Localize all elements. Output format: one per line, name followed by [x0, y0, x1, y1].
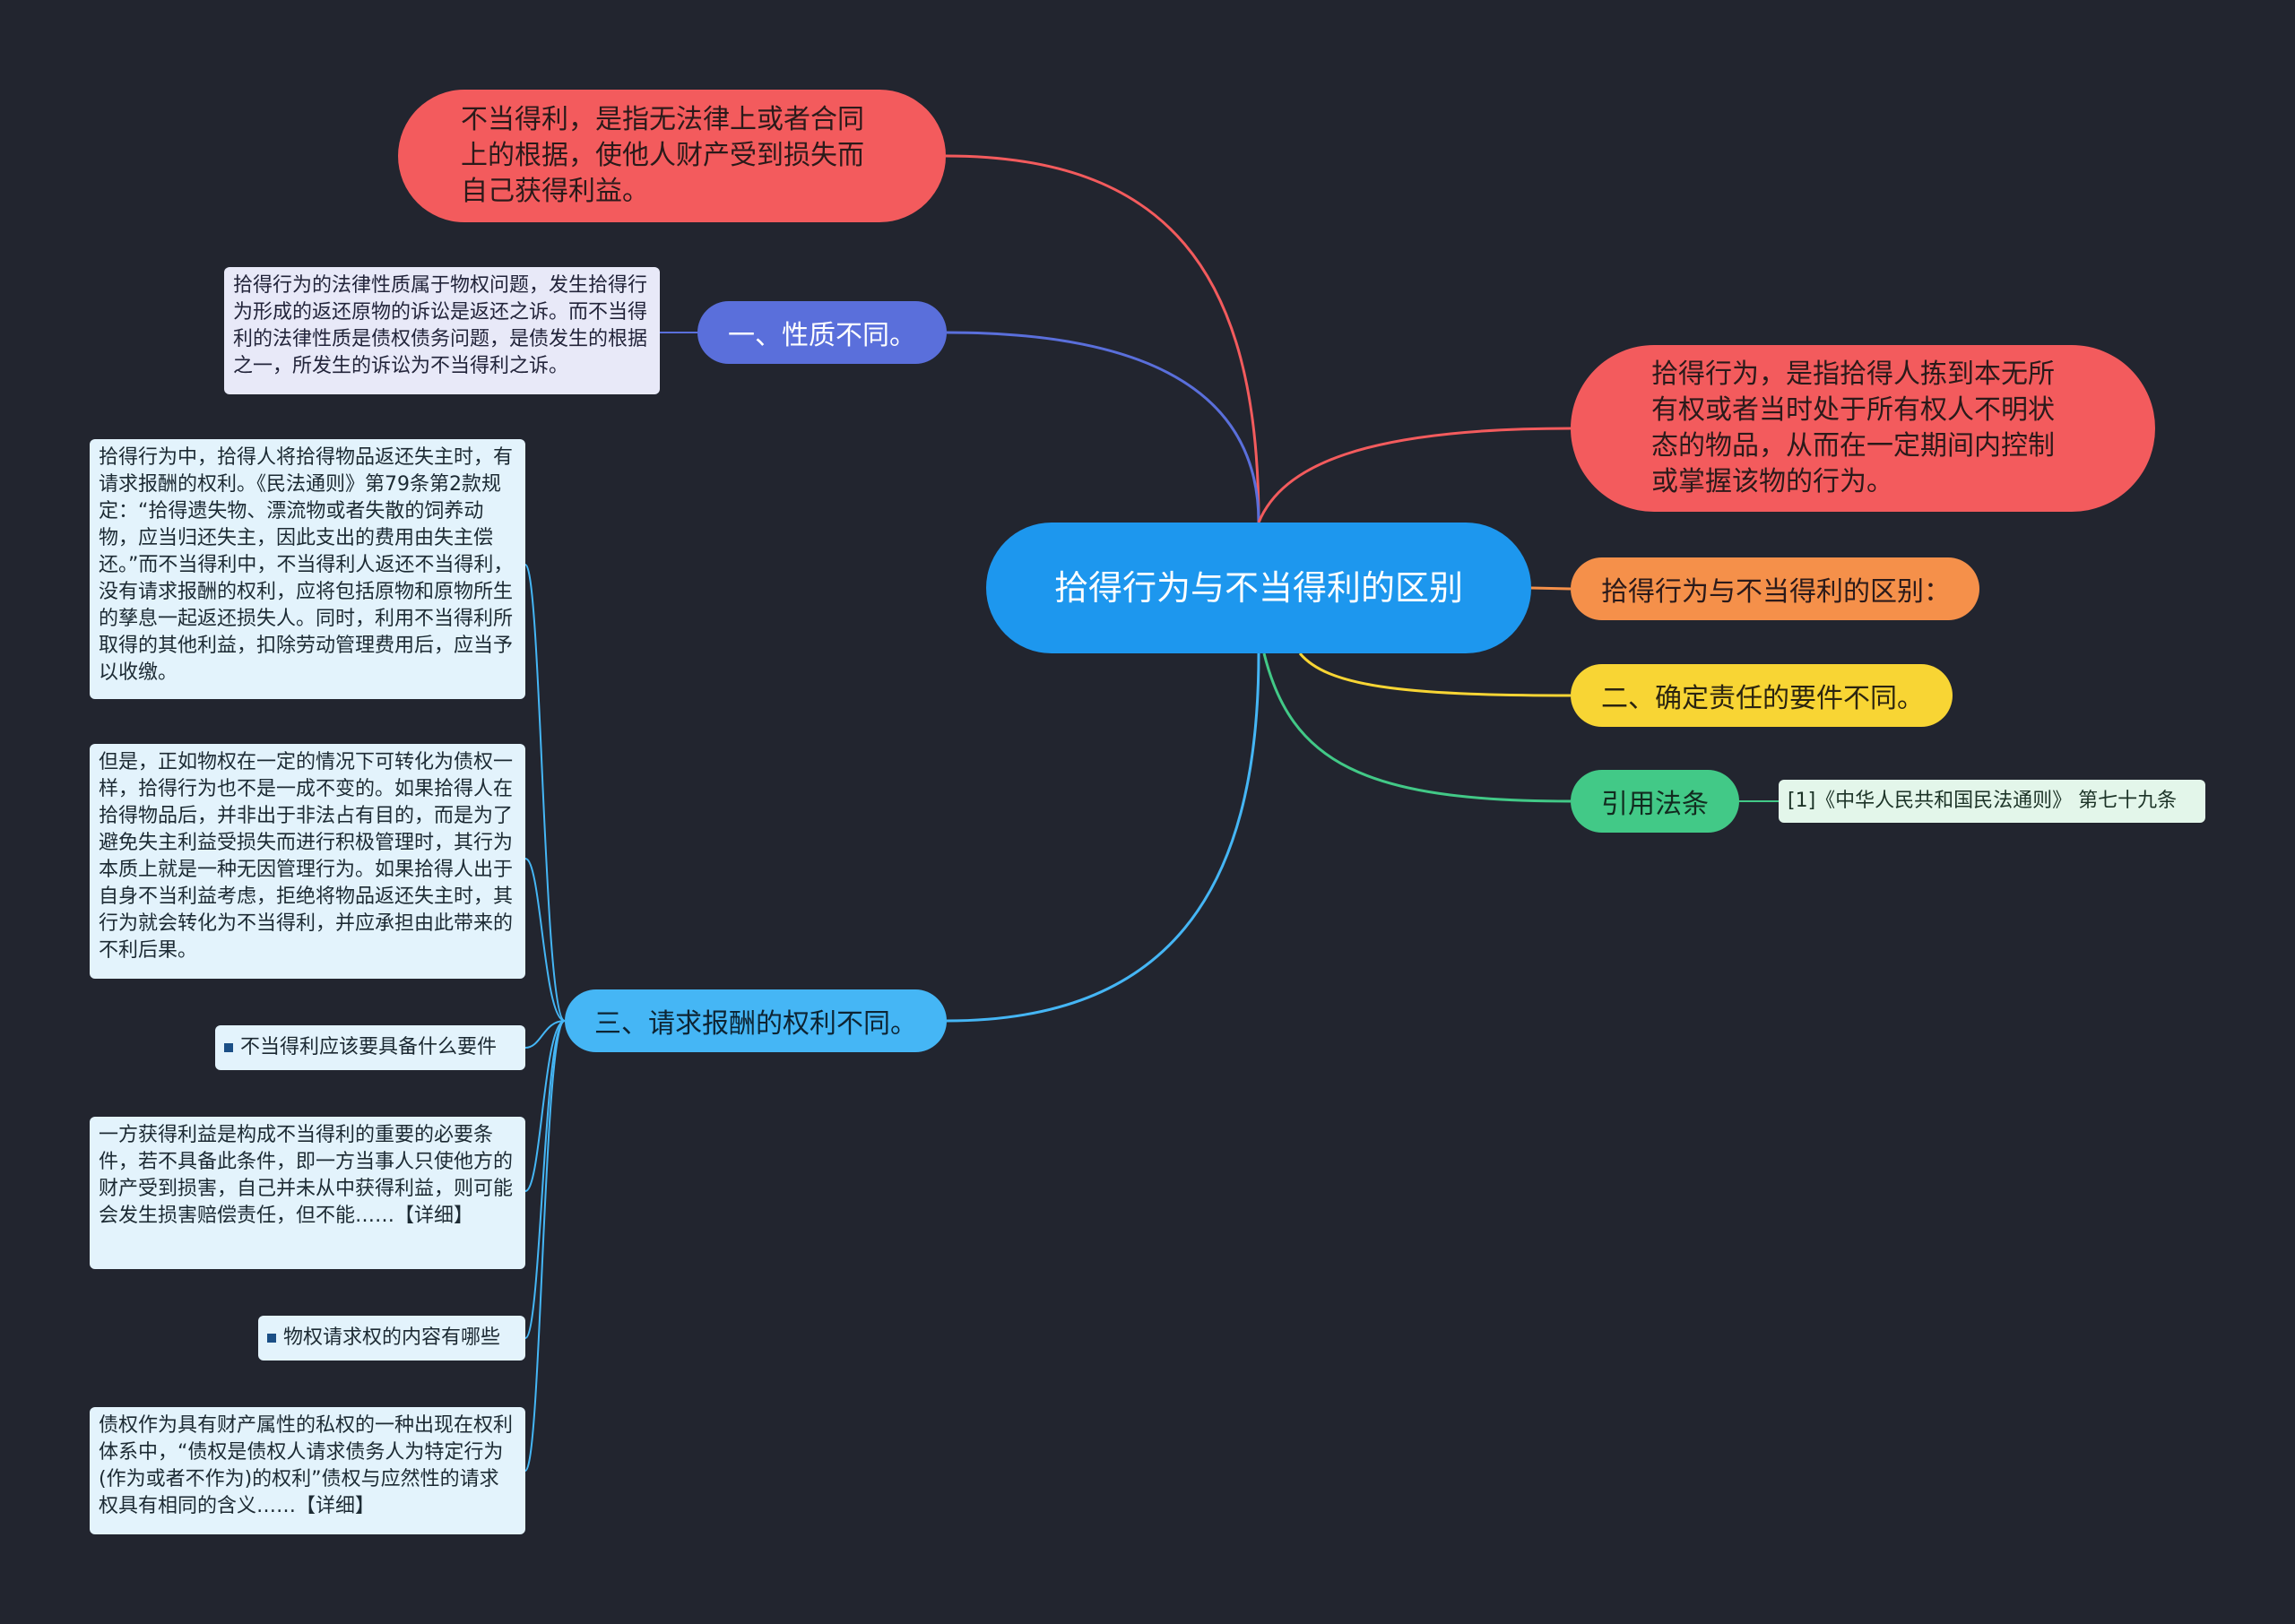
- link-reward-detail-3: [524, 1020, 566, 1192]
- related-link-requirements-text: 不当得利应该要具备什么要件: [240, 1036, 498, 1058]
- reward-difference-label: 三、请求报酬的权利不同。: [594, 1008, 917, 1040]
- difference-title-label: 拾得行为与不当得利的区别：: [1601, 576, 1951, 608]
- definition-finding-text: 拾得行为，是指拾得人拣到本无所有权或者当时处于所有权人不明状态的物品，从而在一定…: [1651, 358, 2055, 497]
- link-reward-detail-0: [524, 564, 566, 1022]
- reward-difference-node[interactable]: 三、请求报酬的权利不同。: [565, 989, 947, 1052]
- link-root-definition-unjust: [945, 154, 1260, 523]
- citation-detail-text: [1]《中华人民共和国民法通则》 第七十九条: [1788, 790, 2178, 812]
- citation-label: 引用法条: [1601, 789, 1709, 820]
- root-topic-label: 拾得行为与不当得利的区别: [1053, 568, 1463, 608]
- link-reward-detail-1: [524, 858, 566, 1022]
- reward-detail-card-5[interactable]: 债权作为具有财产属性的私权的一种出现在权利体系中，“债权是债权人请求债务人为特定…: [90, 1407, 525, 1534]
- related-link-real-right-claim-text: 物权请求权的内容有哪些: [283, 1326, 501, 1349]
- link-root-nature: [946, 331, 1260, 523]
- reward-detail-text-5: 债权作为具有财产属性的私权的一种出现在权利体系中，“债权是债权人请求债务人为特定…: [99, 1414, 514, 1517]
- link-root-liability: [1298, 652, 1572, 697]
- reward-detail-text-0: 拾得行为中，拾得人将拾得物品返还失主时，有请求报酬的权利。《民法通则》第79条第…: [99, 446, 514, 684]
- link-root-difference: [1530, 586, 1572, 591]
- link-root-citation: [1262, 652, 1572, 803]
- difference-title-node[interactable]: 拾得行为与不当得利的区别：: [1571, 557, 1979, 620]
- bullet-square-icon: [267, 1334, 276, 1343]
- definition-unjust-enrichment-text: 不当得利，是指无法律上或者合同上的根据，使他人财产受到损失而自己获得利益。: [461, 104, 864, 207]
- nature-difference-node[interactable]: 一、性质不同。: [697, 301, 947, 364]
- reward-detail-card-3[interactable]: 一方获得利益是构成不当得利的重要的必要条件，若不具备此条件，即一方当事人只使他方…: [90, 1117, 525, 1269]
- bullet-square-icon: [224, 1043, 233, 1052]
- link-reward-detail-2: [524, 1020, 566, 1049]
- nature-difference-label: 一、性质不同。: [728, 320, 916, 351]
- reward-detail-text-3: 一方获得利益是构成不当得利的重要的必要条件，若不具备此条件，即一方当事人只使他方…: [99, 1124, 514, 1227]
- citation-node[interactable]: 引用法条: [1571, 770, 1739, 833]
- related-link-requirements[interactable]: 不当得利应该要具备什么要件: [215, 1025, 525, 1070]
- related-link-real-right-claim[interactable]: 物权请求权的内容有哪些: [258, 1316, 525, 1361]
- nature-detail-text: 拾得行为的法律性质属于物权问题，发生拾得行为形成的返还原物的诉讼是返还之诉。而不…: [233, 274, 648, 377]
- link-reward-detail-4: [524, 1020, 566, 1339]
- reward-detail-text-1: 但是，正如物权在一定的情况下可转化为债权一样，拾得行为也不是一成不变的。如果拾得…: [99, 751, 514, 962]
- definition-finding-node[interactable]: 拾得行为，是指拾得人拣到本无所有权或者当时处于所有权人不明状态的物品，从而在一定…: [1571, 345, 2155, 512]
- liability-difference-node[interactable]: 二、确定责任的要件不同。: [1571, 664, 1953, 727]
- liability-difference-label: 二、确定责任的要件不同。: [1601, 683, 1924, 714]
- link-root-reward: [946, 652, 1260, 1023]
- nature-detail-card[interactable]: 拾得行为的法律性质属于物权问题，发生拾得行为形成的返还原物的诉讼是返还之诉。而不…: [224, 267, 660, 394]
- citation-detail-card[interactable]: [1]《中华人民共和国民法通则》 第七十九条: [1779, 780, 2205, 823]
- link-reward-detail-5: [524, 1020, 566, 1472]
- link-root-definition-finding: [1257, 427, 1572, 523]
- definition-unjust-enrichment-node[interactable]: 不当得利，是指无法律上或者合同上的根据，使他人财产受到损失而自己获得利益。: [398, 90, 946, 222]
- reward-detail-card-0[interactable]: 拾得行为中，拾得人将拾得物品返还失主时，有请求报酬的权利。《民法通则》第79条第…: [90, 439, 525, 699]
- root-topic[interactable]: 拾得行为与不当得利的区别: [986, 523, 1531, 653]
- reward-detail-card-1[interactable]: 但是，正如物权在一定的情况下可转化为债权一样，拾得行为也不是一成不变的。如果拾得…: [90, 744, 525, 979]
